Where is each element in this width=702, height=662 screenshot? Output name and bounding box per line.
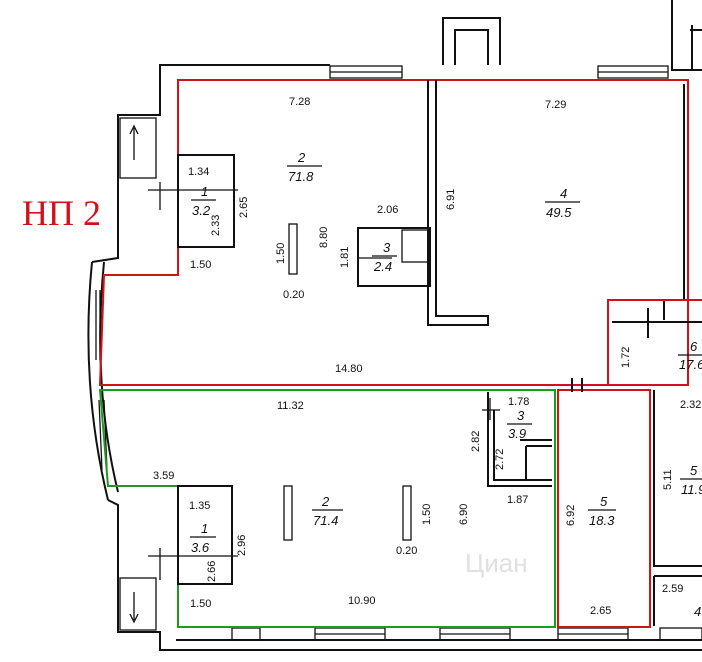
room-label-room5-area: 18.3 (589, 513, 615, 528)
dim-upper-closet-height: 1.81 (339, 247, 351, 268)
lower-unit (98, 378, 702, 628)
upper-column (288, 223, 298, 275)
dim-upper-wc-height-outer: 2.65 (238, 197, 250, 218)
room-label-right-4-num: 4 (694, 604, 701, 619)
unit-label: НП 2 (22, 193, 101, 233)
room-label-upper-3-area: 2.4 (373, 259, 392, 274)
dim-room5-height: 6.92 (565, 505, 577, 526)
dim-lower-wc-width: 1.35 (189, 500, 210, 512)
room-label-upper-2-area: 71.8 (288, 169, 314, 184)
dim-lower-bay-width: 3.59 (153, 470, 174, 482)
dim-lower-store-width: 1.78 (508, 396, 529, 408)
room-label-upper-6-num: 6 (690, 339, 698, 354)
room-label-upper-6-area: 17.6 (679, 357, 702, 372)
dim-upper-column-height: 1.50 (275, 243, 287, 264)
dim-upper-wc-width: 1.34 (188, 166, 209, 178)
lower-room-labels: 2 71.4 1 3.6 3 3.9 5 18.3 5 11.9 4 (190, 408, 702, 619)
dim-upper-room-height: 8.80 (318, 227, 330, 248)
room-label-lower-1-area: 3.6 (191, 540, 210, 555)
lower-unit-outline (98, 389, 556, 628)
dim-room6-height: 1.72 (620, 347, 632, 368)
dim-lower-column-height: 1.50 (421, 504, 433, 525)
dim-upper-left-lower: 1.50 (190, 259, 211, 271)
dim-lower-column-width: 0.20 (396, 545, 417, 557)
lower-column-right (402, 485, 412, 541)
outer-walls (87, 0, 702, 651)
room-label-upper-4-num: 4 (560, 186, 567, 201)
left-shafts (119, 117, 157, 631)
upper-partition (427, 80, 489, 326)
room-label-right-5-area: 11.9 (681, 482, 702, 497)
room-label-lower-3-area: 3.9 (508, 426, 526, 441)
dim-lower-wc-height-outer: 2.96 (236, 535, 248, 556)
dim-right-room-height: 5.11 (662, 469, 674, 490)
upper-dimensions: 7.28 7.29 1.34 2.65 2.33 1.50 1.50 0.20 … (188, 96, 632, 375)
room-label-right-5-num: 5 (690, 463, 698, 478)
windows (95, 65, 702, 641)
lower-store (487, 392, 552, 487)
room6-outline (607, 299, 702, 385)
room-label-upper-1-area: 3.2 (192, 203, 211, 218)
dim-lower-wc-height-inner: 2.66 (206, 561, 218, 582)
upper-unit (98, 79, 702, 386)
dim-upper-closet-width: 2.06 (377, 204, 398, 216)
dim-right-bottom: 2.59 (662, 583, 683, 595)
dim-lower-store-height-inner: 2.72 (494, 449, 506, 470)
dim-lower-bottom-width: 10.90 (348, 595, 376, 607)
room-label-upper-3-num: 3 (383, 240, 391, 255)
dim-right-top: 2.32 (680, 399, 701, 411)
lower-dimensions: 11.32 1.78 2.82 2.72 3.59 1.35 2.96 2.66… (153, 396, 701, 617)
lower-column-left (283, 485, 293, 541)
dim-lower-store-height-outer: 2.82 (470, 431, 482, 452)
room-label-lower-3-num: 3 (517, 408, 525, 423)
upper-closet (357, 227, 431, 287)
upper-unit-outline (98, 79, 689, 386)
dim-lower-left-lower: 1.50 (190, 598, 211, 610)
watermark: Циан (465, 548, 528, 578)
dim-upper-wc-height-inner: 2.33 (210, 215, 222, 236)
upper-wc (177, 154, 235, 248)
room-label-upper-2-num: 2 (297, 150, 306, 165)
room-label-upper-4-area: 49.5 (546, 205, 572, 220)
dim-lower-top-width: 11.32 (277, 400, 304, 412)
dim-upper-partition: 6.91 (445, 189, 457, 210)
lower-wc (177, 485, 233, 585)
dim-lower-store-bottom: 1.87 (507, 494, 528, 506)
dim-upper-top-left: 7.28 (289, 96, 310, 108)
dim-upper-top-right: 7.29 (545, 99, 566, 111)
room-label-lower-2-area: 71.4 (313, 513, 338, 528)
dim-lower-room-height: 6.90 (458, 504, 470, 525)
room-label-lower-1-num: 1 (201, 521, 208, 536)
room5-outline (557, 389, 651, 628)
dim-room5-width: 2.65 (590, 605, 611, 617)
upper-room-labels: 2 71.8 1 3.2 3 2.4 4 49.5 6 17.6 (191, 150, 702, 372)
room-label-room5-num: 5 (600, 494, 608, 509)
room-label-lower-2-num: 2 (321, 494, 330, 509)
dim-upper-total-width: 14.80 (335, 363, 363, 375)
room-label-upper-1-num: 1 (201, 184, 208, 199)
dim-upper-column-width: 0.20 (283, 289, 304, 301)
